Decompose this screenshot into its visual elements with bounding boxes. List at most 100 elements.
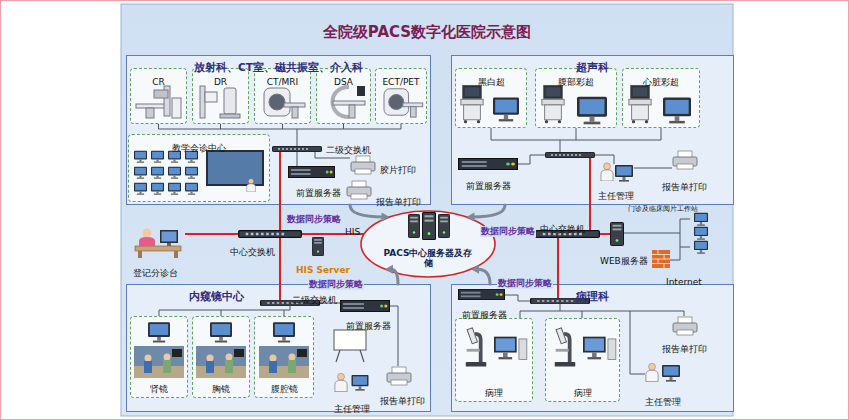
use-shape — [673, 151, 697, 169]
use-shape — [151, 183, 164, 195]
label-box: 胶片打印 — [380, 158, 416, 177]
use-shape — [408, 214, 419, 237]
use-shape — [646, 363, 658, 381]
red-links — [185, 152, 610, 300]
use-shape — [351, 156, 375, 174]
text-row: 病理 — [458, 381, 530, 400]
label-box: 前置服务器 — [346, 314, 391, 333]
use-shape — [185, 167, 198, 179]
connector-line — [472, 205, 505, 217]
label-box: 中心交换机 — [230, 240, 275, 259]
use-shape — [583, 337, 616, 360]
use-shape — [273, 322, 295, 342]
device-label: DSA — [334, 77, 353, 88]
equipment-label: 报告单打印 — [376, 197, 421, 208]
sync-connector — [471, 265, 490, 284]
device-label: 腹部彩超 — [558, 77, 594, 88]
equipment-label: 前置服务器 — [296, 188, 341, 199]
text-row: PACS中心服务器及存储 — [360, 248, 496, 270]
use-shape — [210, 322, 232, 342]
use-shape — [546, 152, 595, 157]
arrow-head — [471, 265, 479, 274]
equipment-label: 主任管理 — [334, 404, 370, 415]
use-shape — [461, 85, 483, 123]
use-shape — [168, 167, 181, 179]
label-box: 主任管理 — [598, 184, 634, 203]
pathology-devices — [458, 289, 697, 381]
title-row: 全院级PACS数字化医院示意图 — [121, 22, 733, 41]
equipment-label: 报告单打印 — [662, 182, 707, 193]
storage-label: PACS中心服务器及存储 — [383, 248, 473, 268]
device-label: 心脏彩超 — [643, 77, 679, 88]
radiology-devices — [134, 86, 423, 199]
use-shape — [694, 227, 708, 240]
use-shape — [673, 317, 697, 335]
label-box: 报告单打印 — [380, 389, 425, 408]
equipment-label: 二级交换机 — [326, 145, 371, 156]
use-shape — [185, 183, 198, 195]
sync-connector — [466, 205, 505, 221]
use-shape — [458, 289, 504, 299]
label-box: 二级交换机 — [326, 138, 371, 157]
use-shape — [134, 151, 147, 163]
use-shape — [662, 365, 680, 382]
device-label: CR — [152, 77, 165, 88]
use-shape — [264, 88, 305, 118]
device-label: 腹腔镜 — [271, 384, 298, 395]
equipment-label: Internet — [666, 277, 702, 288]
device-label: CT/MRI — [267, 77, 299, 88]
grey-links — [159, 124, 691, 374]
text-row: 病理 — [548, 381, 617, 400]
endoscopy-devices — [134, 300, 411, 391]
label-box: Internet — [666, 270, 702, 289]
label-box: 报告单打印 — [662, 175, 707, 194]
equipment-label: 二级交换机 — [292, 295, 337, 306]
equipment-label: HIS Server — [296, 265, 350, 276]
use-shape — [341, 301, 390, 312]
department-heading: 放射科、CT室、磁共振室、介入科 — [194, 61, 363, 73]
use-shape — [168, 183, 181, 195]
center-devices — [135, 213, 708, 268]
path-shape — [185, 152, 610, 300]
use-shape — [134, 167, 147, 179]
device-box: 病理 — [455, 318, 533, 402]
use-shape — [438, 214, 449, 237]
use-shape — [200, 86, 240, 118]
use-shape — [148, 322, 170, 342]
device-label: DR — [214, 77, 227, 88]
path-shape — [505, 295, 684, 374]
use-shape — [168, 151, 181, 163]
use-shape — [151, 167, 164, 179]
use-shape — [423, 213, 436, 240]
label-box: 报告单打印 — [662, 337, 707, 356]
text-row: 肾镜 — [133, 377, 185, 396]
label-box: 报告单打印 — [376, 190, 421, 209]
use-shape — [247, 179, 256, 192]
use-shape — [185, 151, 198, 163]
use-shape — [259, 346, 309, 378]
storage-servers — [408, 213, 449, 240]
use-shape — [312, 237, 323, 255]
use-shape — [196, 346, 246, 378]
equipment-label: 主任管理 — [645, 397, 681, 408]
edge-label: 数据同步策略 — [286, 214, 342, 225]
rect-shape — [334, 330, 366, 350]
use-shape — [555, 328, 576, 367]
equipment-label: 登记分诊台 — [133, 268, 178, 279]
device-label: 病理 — [485, 388, 503, 399]
use-shape — [459, 159, 518, 170]
label-box: HIS Server — [296, 258, 350, 277]
use-shape — [694, 241, 708, 254]
edge-label-box: 数据同步策略 — [480, 219, 536, 238]
use-shape — [333, 86, 366, 118]
arrow-head — [385, 265, 393, 274]
use-shape — [288, 167, 334, 178]
use-shape — [542, 85, 564, 123]
label-box: HIS — [345, 220, 360, 239]
use-shape — [239, 231, 302, 238]
edge-label-box: 数据同步策略 — [497, 271, 553, 290]
